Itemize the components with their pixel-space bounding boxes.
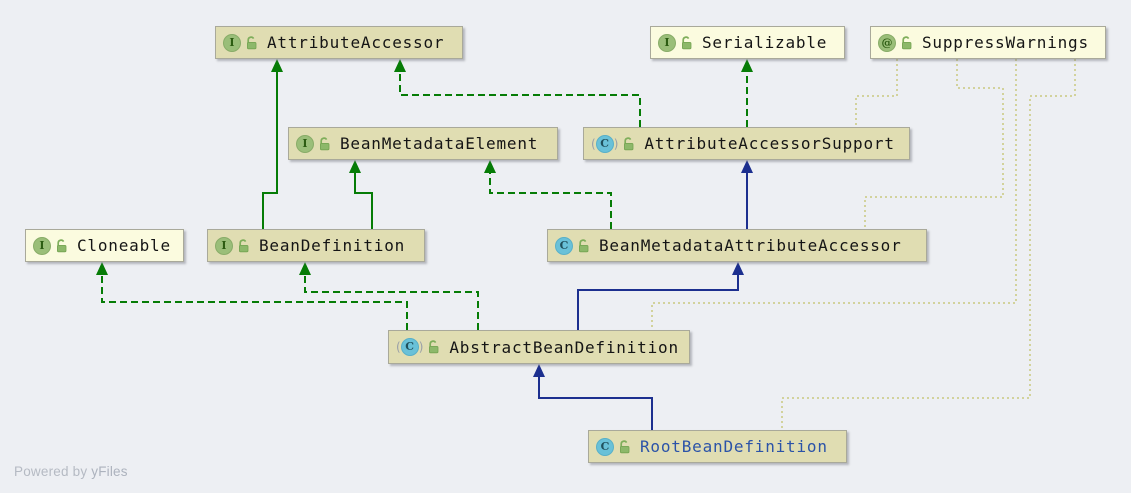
node-label: AttributeAccessorSupport <box>644 134 895 153</box>
node-label: RootBeanDefinition <box>640 437 828 456</box>
powered-by-text: Powered by <box>14 464 88 479</box>
node-bean-definition[interactable]: I BeanDefinition <box>207 229 425 262</box>
arrowhead-abstract-bean-definition-extends-bean-metadata-attribute-accessor <box>732 262 744 275</box>
edge-suppress-warnings-annotates-attribute-accessor-support <box>855 59 898 127</box>
edge-abstract-bean-definition-implements-cloneable <box>101 274 408 330</box>
arrowhead-attribute-accessor-support-implements-attribute-accessor <box>394 59 406 72</box>
edge-suppress-warnings-annotates-abstract-bean-definition <box>651 59 1017 330</box>
node-bean-metadata-attribute-accessor[interactable]: C BeanMetadataAttributeAccessor <box>547 229 927 262</box>
yfiles-link[interactable]: yFiles <box>91 464 128 479</box>
abstract-paren-right: ) <box>418 340 424 354</box>
abstract-class-icon: (C) <box>591 134 619 153</box>
edge-bean-metadata-attribute-accessor-implements-bean-metadata-element <box>489 172 612 229</box>
node-label: BeanMetadataAttributeAccessor <box>599 236 902 255</box>
node-attribute-accessor[interactable]: I AttributeAccessor <box>215 26 463 59</box>
interface-icon-glyph: I <box>658 33 676 52</box>
annotation-icon: @ <box>878 33 896 52</box>
edge-root-bean-definition-extends-abstract-bean-definition <box>538 376 653 430</box>
node-label: BeanDefinition <box>259 236 406 255</box>
node-label: SuppressWarnings <box>922 33 1089 52</box>
unlocked-lock-icon <box>237 238 250 253</box>
interface-icon-glyph: I <box>33 236 51 255</box>
powered-by-footer: Powered by yFiles <box>14 464 128 479</box>
edge-abstract-bean-definition-extends-bean-metadata-attribute-accessor <box>577 274 739 330</box>
arrowhead-bean-definition-extends-bean-metadata-element <box>349 160 361 173</box>
node-label: Serializable <box>702 33 828 52</box>
abstract-paren-right: ) <box>613 136 619 151</box>
class-icon: C <box>555 236 573 255</box>
class-icon: C <box>596 437 614 456</box>
abstract-class-icon: (C) <box>396 338 423 356</box>
interface-icon-glyph: I <box>296 134 314 153</box>
abstract-paren-left: ( <box>591 136 596 151</box>
interface-icon-glyph: I <box>215 236 233 255</box>
node-label: Cloneable <box>77 236 171 255</box>
node-abstract-bean-definition[interactable]: (C) AbstractBeanDefinition <box>388 330 690 364</box>
interface-icon-glyph: I <box>223 33 241 52</box>
interface-icon: I <box>215 236 233 255</box>
edge-suppress-warnings-annotates-root-bean-definition <box>781 59 1076 430</box>
edge-bean-definition-extends-attribute-accessor <box>262 71 278 229</box>
node-label: AbstractBeanDefinition <box>449 337 679 357</box>
class-icon-glyph: C <box>596 437 614 456</box>
node-attribute-accessor-support[interactable]: (C) AttributeAccessorSupport <box>583 127 910 160</box>
class-icon-glyph: C <box>555 236 573 255</box>
edge-attribute-accessor-support-implements-attribute-accessor <box>399 71 641 127</box>
node-root-bean-definition[interactable]: C RootBeanDefinition <box>588 430 847 463</box>
unlocked-lock-icon <box>680 35 693 50</box>
interface-icon: I <box>33 236 51 255</box>
edge-bean-definition-extends-bean-metadata-element <box>354 172 373 229</box>
interface-icon: I <box>223 33 241 52</box>
interface-icon: I <box>658 33 676 52</box>
edge-abstract-bean-definition-implements-bean-definition <box>304 274 479 330</box>
node-label: AttributeAccessor <box>267 33 445 52</box>
interface-icon: I <box>296 134 314 153</box>
node-label: BeanMetadataElement <box>340 134 539 153</box>
abstract-paren-left: ( <box>396 340 401 354</box>
class-icon-glyph: C <box>400 338 419 356</box>
arrowhead-bean-metadata-attribute-accessor-extends-attribute-accessor-support <box>741 160 753 173</box>
arrowhead-abstract-bean-definition-implements-bean-definition <box>299 262 311 275</box>
arrowhead-bean-definition-extends-attribute-accessor <box>271 59 283 72</box>
node-serializable[interactable]: I Serializable <box>650 26 845 59</box>
unlocked-lock-icon <box>55 238 68 253</box>
unlocked-lock-icon <box>577 238 590 253</box>
arrowhead-attribute-accessor-support-implements-serializable <box>741 59 753 72</box>
class-icon-glyph: C <box>595 134 614 153</box>
node-bean-metadata-element[interactable]: I BeanMetadataElement <box>288 127 558 160</box>
arrowhead-abstract-bean-definition-implements-cloneable <box>96 262 108 275</box>
arrowhead-bean-metadata-attribute-accessor-implements-bean-metadata-element <box>484 160 496 173</box>
unlocked-lock-icon <box>622 136 635 151</box>
annotation-icon-glyph: @ <box>878 33 896 52</box>
unlocked-lock-icon <box>618 439 631 454</box>
unlocked-lock-icon <box>245 35 258 50</box>
unlocked-lock-icon <box>427 340 440 354</box>
unlocked-lock-icon <box>900 35 913 50</box>
node-cloneable[interactable]: I Cloneable <box>25 229 184 262</box>
unlocked-lock-icon <box>318 136 331 151</box>
arrowhead-root-bean-definition-extends-abstract-bean-definition <box>533 364 545 377</box>
node-suppress-warnings[interactable]: @ SuppressWarnings <box>870 26 1106 59</box>
